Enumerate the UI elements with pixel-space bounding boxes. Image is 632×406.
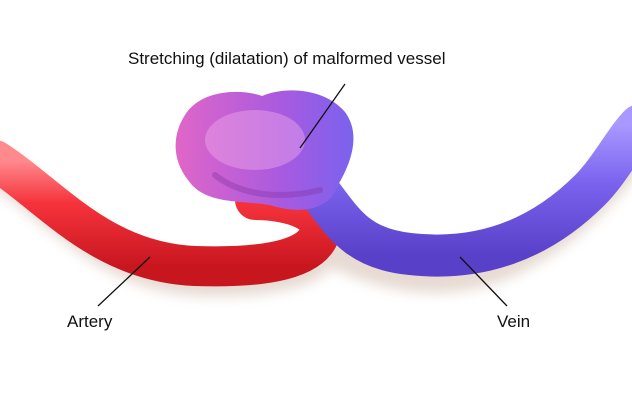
malformation-label: Stretching (dilatation) of malformed ves… [128, 49, 446, 68]
vein-label: Vein [497, 312, 531, 331]
malformation-blob [175, 90, 354, 210]
artery-label: Artery [67, 312, 113, 331]
title-leader-line [299, 83, 346, 149]
vein-leader-line [459, 256, 508, 307]
artery-leader-line [97, 256, 151, 307]
vein-vessel [289, 105, 632, 277]
